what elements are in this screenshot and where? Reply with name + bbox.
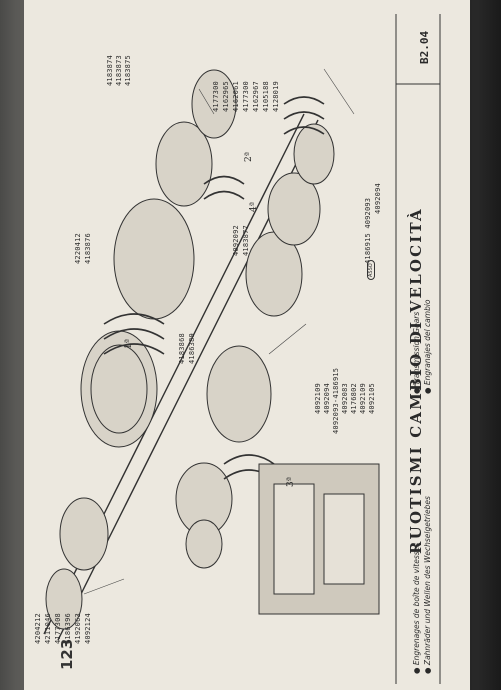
part-number: 4092092 — [232, 225, 240, 256]
subtitle-french: ● Engrenages de boîte de vitesses — [412, 542, 421, 674]
leader-line — [198, 88, 215, 115]
part-number: 4211046 — [44, 613, 52, 644]
gear-label-third: 3ª — [286, 476, 296, 487]
gear-shape — [155, 121, 213, 207]
part-number: 4177300 — [212, 81, 220, 112]
part-number: 4162965 — [222, 81, 230, 112]
subtitle-spanish: ● Engranajes del cambio — [423, 299, 432, 394]
second-gear-shape — [267, 172, 321, 246]
spring-ring — [103, 313, 165, 355]
part-number: 4176802 — [350, 383, 358, 414]
part-number: 4092094 — [323, 383, 331, 414]
subtitle-english: ● Transmission Gears — [412, 311, 421, 394]
section-detail — [323, 493, 365, 585]
first-gear-shape — [80, 330, 158, 448]
gear-label-fourth: 4ª — [249, 201, 259, 212]
part-number: 4183873 — [115, 55, 123, 86]
section-detail — [273, 483, 315, 595]
part-number: 4183876 — [84, 233, 92, 264]
gear-shape — [191, 69, 237, 139]
subtitle-german: ● Zahnräder und Wellen des Wechselgetrie… — [423, 496, 432, 674]
first-gear-hub — [90, 344, 148, 434]
part-number: 4183877 — [242, 225, 250, 256]
part-number: 4204212 — [34, 613, 42, 644]
part-number: 4186389 — [188, 333, 196, 364]
part-number: 4092109 — [359, 383, 367, 414]
part-number: 4192063 — [74, 613, 82, 644]
catalog-page: 123 RUOTISMI CAMBIO DI VELOCITÀ ● Engren… — [24, 0, 470, 690]
part-number: 4092124 — [84, 613, 92, 644]
part-number: 4183868 — [178, 333, 186, 364]
part-number: 4092109 — [314, 383, 322, 414]
spring-ring — [203, 175, 245, 200]
part-number: 4183874 — [106, 55, 114, 86]
leader-line — [268, 323, 307, 355]
section-code: B2.04 — [418, 30, 431, 64]
bearing-shape — [45, 568, 83, 630]
part-number: 4092105 — [368, 383, 376, 414]
part-number: 4186915 4092093 — [364, 197, 372, 264]
part-number: 4128019 — [272, 81, 280, 112]
leader-line — [83, 578, 125, 595]
leader-line — [323, 68, 355, 115]
part-number: 4092083 — [341, 383, 349, 414]
gear-label-first: 1ª — [124, 338, 134, 349]
hub-shape — [206, 345, 272, 443]
part-number: 4092094 — [374, 183, 382, 214]
exploded-gear-drawing — [43, 14, 441, 684]
part-number: 4105188 — [262, 81, 270, 112]
spring-ring — [283, 96, 325, 135]
part-number: 4177308 — [54, 613, 62, 644]
part-number: 4092093-4186915 — [332, 367, 340, 434]
gear-shape — [185, 519, 223, 569]
synchro-hub-shape — [113, 198, 195, 320]
gear-shape — [59, 497, 109, 571]
gear-label-second: 2ª — [244, 151, 254, 162]
part-number: 4162967 — [252, 81, 260, 112]
part-number: 4183875 — [124, 55, 132, 86]
part-number: 4220412 — [74, 233, 82, 264]
part-number: 4186396 — [64, 613, 72, 644]
part-number: 4162061 — [232, 81, 240, 112]
gear-shape — [293, 123, 335, 185]
part-number: 4177300 — [242, 81, 250, 112]
